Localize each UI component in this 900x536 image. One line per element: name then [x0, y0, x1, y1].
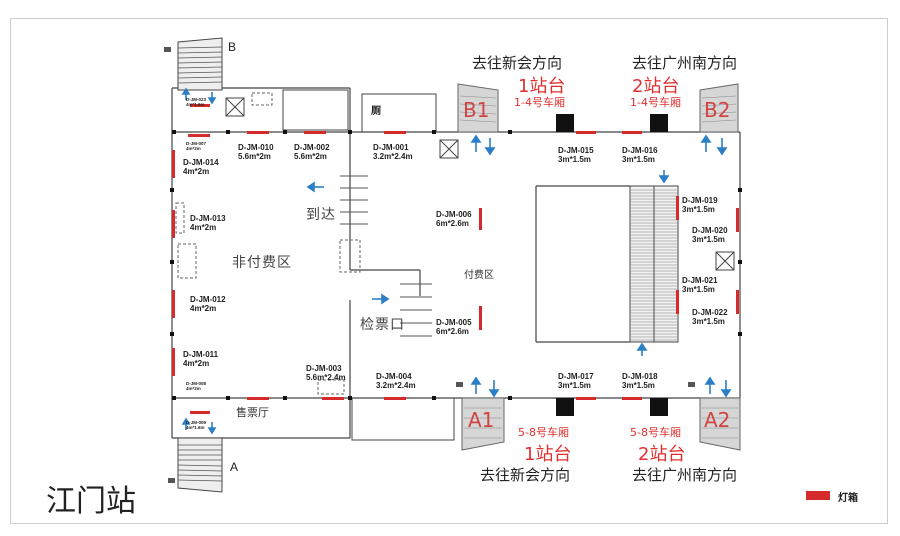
elevator-icon [225, 97, 735, 271]
platform-2-top: 2站台 [632, 76, 680, 97]
exit-b1-label: B1 [463, 98, 490, 122]
unpaid-zone-label: 非付费区 [232, 255, 292, 271]
platform-pillar [556, 398, 574, 416]
exit-b-label: B [228, 40, 237, 54]
accessibility-icon [164, 47, 695, 483]
exit-a-label: A [230, 460, 239, 474]
legend-swatch [806, 491, 830, 500]
direction-guangzhounan-bottom: 去往广州南方向 [632, 466, 738, 484]
exit-a1-block [461, 397, 505, 451]
direction-arrows [181, 87, 732, 435]
platform-pillar [556, 114, 574, 132]
exit-b2-label: B2 [704, 98, 731, 122]
station-name: 江门站 [46, 484, 136, 519]
exit-a2-label: A2 [704, 408, 731, 432]
stairs-b [177, 37, 223, 91]
paid-zone-label: 付费区 [464, 270, 494, 281]
map-frame [10, 18, 888, 524]
arrival-label: 到达 [306, 207, 336, 223]
platform-pillar [650, 398, 668, 416]
exit-a2-block [699, 397, 741, 451]
stairs-a [177, 437, 223, 493]
exit-b1-block [457, 83, 499, 133]
ticket-gate-label: 检票口 [360, 317, 405, 333]
lightbox-markers [172, 104, 830, 500]
cars-5-8-left: 5-8号车厢 [518, 426, 569, 439]
cars-1-4-left: 1-4号车厢 [514, 96, 565, 109]
platform-pillar [650, 114, 668, 132]
cars-1-4-right: 1-4号车厢 [630, 96, 681, 109]
escalator [629, 185, 679, 343]
direction-guangzhounan-top: 去往广州南方向 [632, 54, 738, 72]
exit-b2-block [699, 83, 739, 133]
ticket-hall-label: 售票厅 [236, 406, 269, 419]
toilet-label: 厕 [371, 106, 381, 117]
platform-1-bottom: 1站台 [524, 444, 572, 465]
direction-xinhui-top: 去往新会方向 [472, 54, 563, 72]
platform-2-bottom: 2站台 [638, 444, 686, 465]
direction-xinhui-bottom: 去往新会方向 [480, 466, 571, 484]
platform-1-top: 1站台 [518, 76, 566, 97]
cars-5-8-right: 5-8号车厢 [630, 426, 681, 439]
legend-label: 灯箱 [838, 493, 858, 504]
exit-a1-label: A1 [468, 408, 495, 432]
